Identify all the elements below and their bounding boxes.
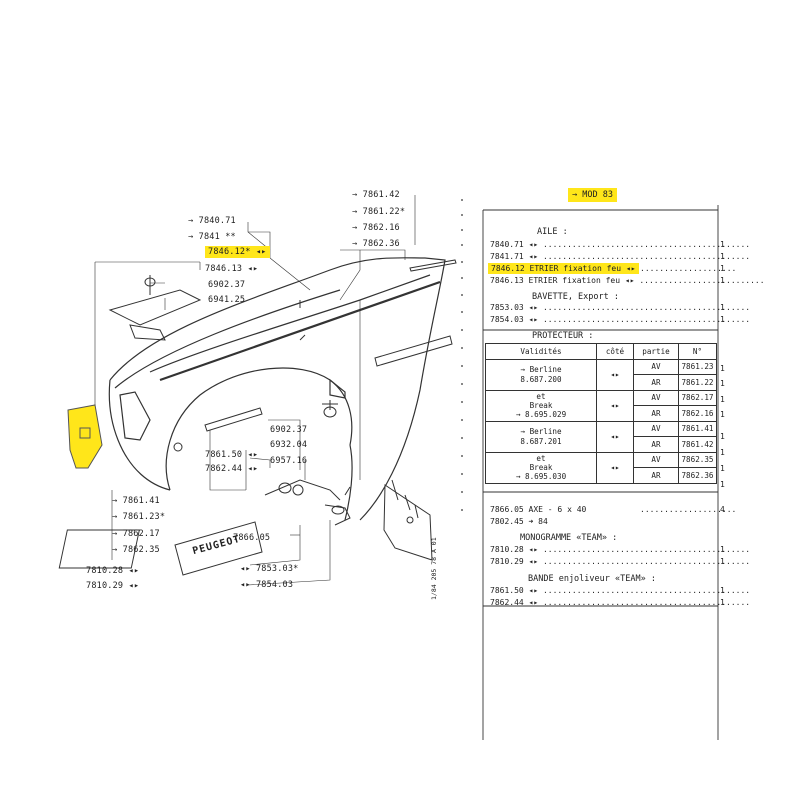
catalog-row-highlighted: 7846.12 ETRIER fixation feu ◂▸ [488,263,639,274]
monogramme-title: MONOGRAMME «TEAM» : [520,533,618,543]
peugeot-badge [58,529,140,569]
catalog-qty: 1 [720,379,725,388]
ref-label: ◂▸ 7853.03* [240,564,299,574]
axe-line-2: 7802.45 ➜ 84 [490,517,548,526]
catalog-qty: 1 [720,410,725,419]
bavette-title: BAVETTE, Export : [532,292,619,302]
catalog-row: 7841.71 ◂▸ .............................… [490,252,751,261]
catalog-qty: 1 [720,395,725,404]
catalog-qty: 1 [720,598,725,607]
catalog-row: 7862.44 ◂▸ .............................… [490,598,751,607]
catalog-qty: 1 [720,364,725,373]
catalog-qty: 1 [720,303,725,312]
ref-label: → 7841 ** [188,232,236,242]
catalog-qty: 1 [720,464,725,473]
catalog-row: 7861.50 ◂▸ .............................… [490,586,751,595]
etrier-bracket-highlight [67,404,103,469]
ref-label: ◂▸ 7854.03 [240,580,294,590]
axe-line: 7866.05 AXE - 6 x 40 [490,505,587,514]
catalog-qty: 1 [720,276,725,285]
ref-label: → 7861.23* [112,512,166,522]
ref-label: → 7862.16 [352,223,400,233]
cote-symbol: ◂▸ [596,420,634,453]
ref-label: 6957.16 [270,456,308,466]
catalog-row: 7854.03 ◂▸ .............................… [490,315,751,324]
catalog-qty: 1 [720,480,725,489]
ref-label: 7862.44 ◂▸ [205,464,259,474]
ref-label-highlighted: 7846.12* ◂▸ [205,246,270,258]
catalog-row: 7810.29 ◂▸ .............................… [490,557,751,566]
catalog-qty: 1 [720,545,725,554]
cote-symbol: ◂▸ [596,358,634,391]
catalog-row: 7853.03 ◂▸ .............................… [490,303,751,312]
ref-label: 7810.29 ◂▸ [86,581,140,591]
catalog-row: 7840.71 ◂▸ .............................… [490,240,751,249]
catalog-qty: 1 [720,448,725,457]
protecteur-title: PROTECTEUR : [532,331,594,341]
catalog-qty: 1 [720,315,725,324]
col-header: côté [596,343,634,360]
ref-label: 7866.05 [233,533,271,543]
catalog-qty: 1 [720,432,725,441]
cote-symbol: ◂▸ [596,389,634,422]
ref-label: 7810.28 ◂▸ [86,566,140,576]
fender-outline [109,257,446,521]
aile-title: AILE : [537,227,568,237]
catalog-qty: 4 [720,505,725,514]
col-header: partie [633,343,679,360]
cote-symbol: ◂▸ [596,451,634,484]
catalog-qty: 1 [720,252,725,261]
bande-title: BANDE enjoliveur «TEAM» : [528,574,656,584]
catalog-qty: 1 [720,240,725,249]
ref-label: 7846.13 ◂▸ [205,264,259,274]
ref-label: 6932.04 [270,440,308,450]
catalog-qty: 1 [720,586,725,595]
catalog-qty: 1 [720,557,725,566]
ref-label: → 7862.36 [352,239,400,249]
catalog-row: 7810.28 ◂▸ .............................… [490,545,751,554]
ref-label: 6902.37 [270,425,308,435]
ref-label: 6902.37 [208,280,246,290]
col-header: Validités [485,343,597,360]
mod-badge: → MOD 83 [568,188,617,202]
ref-label: → 7862.17 [112,529,160,539]
ref-label: → 7861.42 [352,190,400,200]
ref-label: → 7861.22* [352,207,406,217]
ref-label: → 7862.35 [112,545,160,555]
ref-label: 7861.50 ◂▸ [205,450,259,460]
catalog-qty: 1 [720,264,725,273]
catalog-row: 7846.13 ETRIER fixation feu ◂▸ .........… [490,276,765,285]
ref-label: 6941.25 [208,295,246,305]
col-header: N° [678,343,717,360]
document-code: 1/84 205 78 A 01 [430,537,438,600]
ref-label: → 7840.71 [188,216,236,226]
ref-label: → 7861.41 [112,496,160,506]
